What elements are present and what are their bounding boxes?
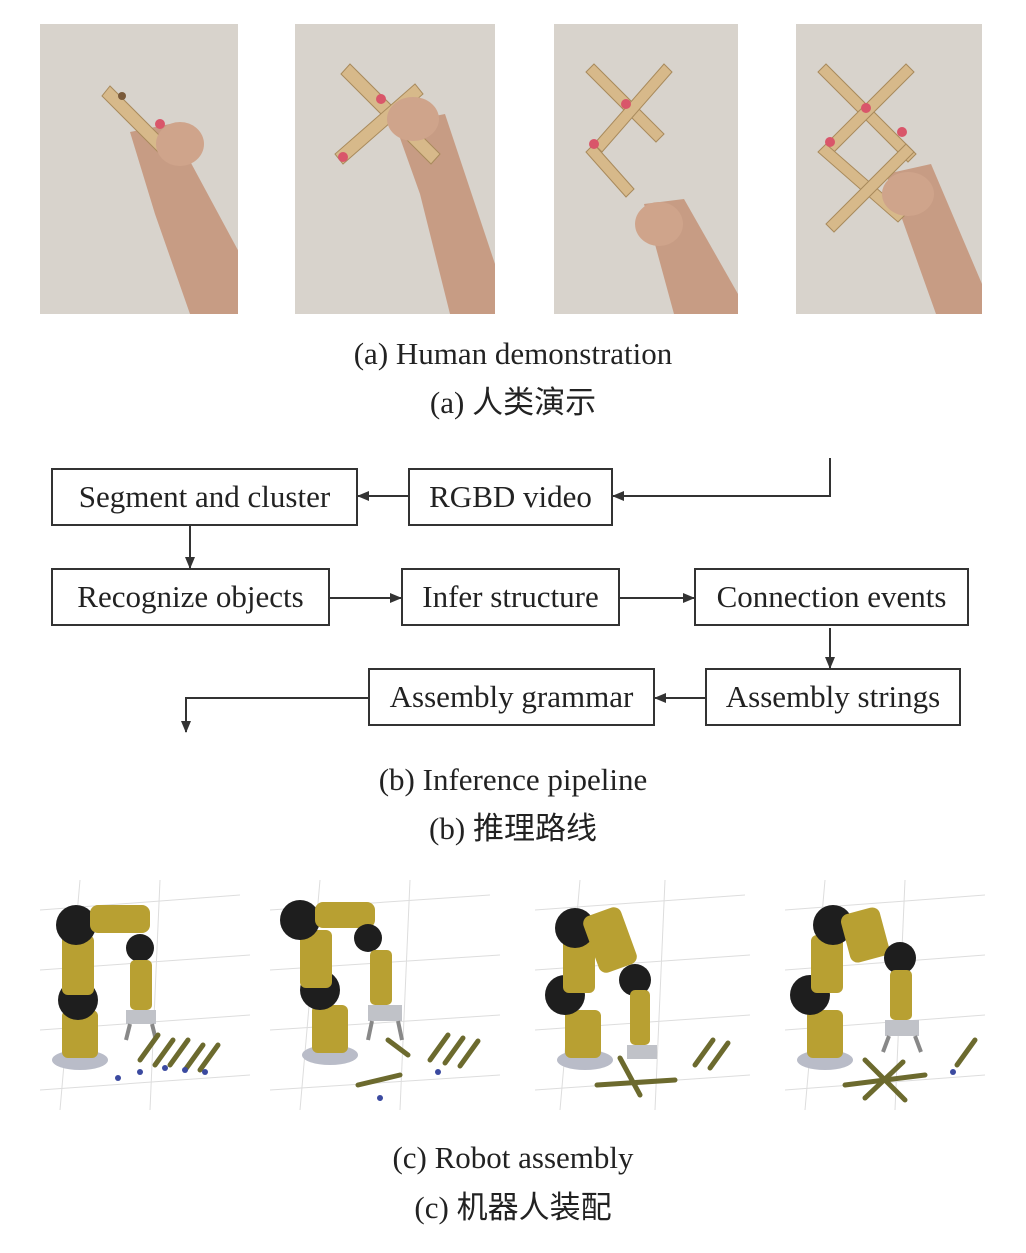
panel-a-caption-zh: (a) 人类演示 (429, 385, 597, 420)
panel-c-caption-zh: (c) 机器人装配 (414, 1190, 612, 1225)
node-connection-events: Connection events (694, 568, 969, 626)
panel-b-caption-en: (b) Inference pipeline (378, 762, 648, 797)
panel-c-caption-en: (c) Robot assembly (392, 1140, 634, 1175)
node-infer-structure: Infer structure (401, 568, 620, 626)
demo-photo-2-icon (295, 24, 495, 314)
panel-b-caption-zh: (b) 推理路线 (429, 811, 597, 846)
node-segment-and-cluster: Segment and cluster (51, 468, 358, 526)
node-assembly-grammar: Assembly grammar (368, 668, 655, 726)
demo-photo-4-icon (796, 24, 982, 314)
node-assembly-strings: Assembly strings (705, 668, 961, 726)
demo-photo-3-icon (554, 24, 738, 314)
arrow-grammar-to-output (181, 697, 368, 733)
arrow-input-to-rgbd (612, 458, 831, 501)
robot-render-1-icon (40, 880, 250, 1120)
robot-render-3-icon (535, 880, 750, 1120)
node-rgbd-video: RGBD video (408, 468, 613, 526)
node-recognize-objects: Recognize objects (51, 568, 330, 626)
demo-photo-1-icon (40, 24, 238, 314)
robot-render-2-icon (270, 880, 500, 1120)
robot-render-4-icon (785, 880, 985, 1120)
panel-a-caption-en: (a) Human demonstration (353, 336, 673, 371)
